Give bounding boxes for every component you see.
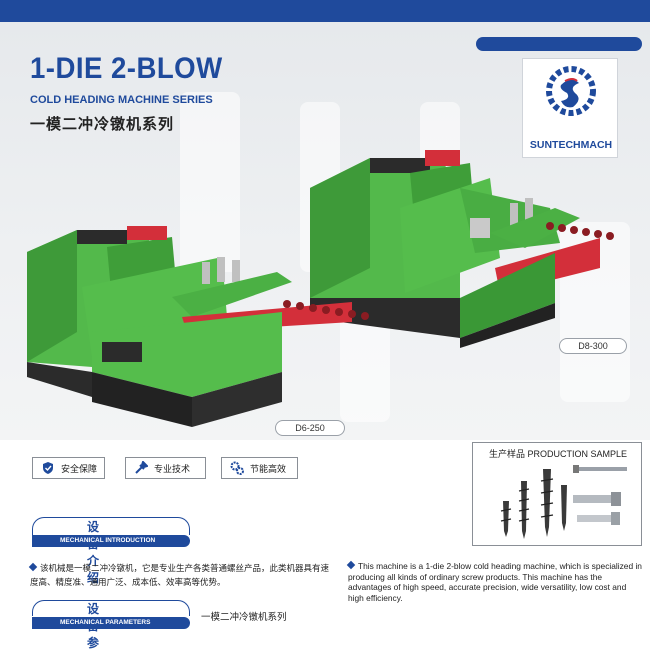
intro-text-en: This machine is a 1-die 2-blow cold head…	[346, 560, 644, 603]
machine-d8-300-image	[310, 150, 614, 348]
intro-text-cn: 该机械是一模二冲冷镦机，它是专业生产各类普通螺丝产品，此类机器具有速度高、精度准…	[28, 561, 330, 589]
feature-expertise: 专业技术	[125, 457, 206, 479]
params-series-note: 一模二冲冷镦机系列	[201, 612, 287, 623]
feature-expertise-label: 专业技术	[154, 463, 191, 474]
section-params-title-en: MECHANICAL PARAMETERS	[32, 617, 190, 629]
bullet-icon	[28, 562, 38, 572]
shield-icon	[43, 462, 53, 474]
bullet-icon	[346, 560, 356, 570]
model-tag-d8-300: D8-300	[559, 338, 627, 354]
production-sample-panel: 生产样品 PRODUCTION SAMPLE	[472, 442, 642, 546]
decorative-bar	[476, 37, 642, 51]
intro-cn-text: 该机械是一模二冲冷镦机，它是专业生产各类普通螺丝产品，此类机器具有速度高、精度准…	[30, 563, 330, 587]
model-tag-d6-250: D6-250	[275, 420, 345, 436]
suntechmach-logo-icon	[546, 66, 596, 116]
intro-en-text: This machine is a 1-die 2-blow cold head…	[348, 561, 642, 603]
feature-safety: 安全保障	[32, 457, 105, 479]
machine-d6-250-image	[27, 226, 369, 427]
feature-efficiency-label: 节能高效	[250, 463, 287, 474]
brand-logo: SUNTECHMACH	[522, 58, 618, 158]
feature-efficiency: 节能高效	[221, 457, 298, 479]
tools-icon	[135, 461, 148, 474]
top-banner-bar	[0, 0, 650, 22]
production-sample-title: 生产样品 PRODUCTION SAMPLE	[488, 449, 627, 459]
page-title: 1-DIE 2-BLOW	[30, 52, 223, 85]
logo-text: SUNTECHMACH	[529, 139, 613, 151]
screw-samples-image	[500, 465, 627, 539]
page-subtitle: COLD HEADING MACHINE SERIES	[30, 94, 213, 106]
section-intro-title-en: MECHANICAL INTRODUCTION	[32, 535, 190, 547]
gears-icon	[230, 461, 244, 475]
feature-safety-label: 安全保障	[61, 463, 98, 474]
page-subtitle-cn: 一模二冲冷镦机系列	[30, 116, 175, 133]
